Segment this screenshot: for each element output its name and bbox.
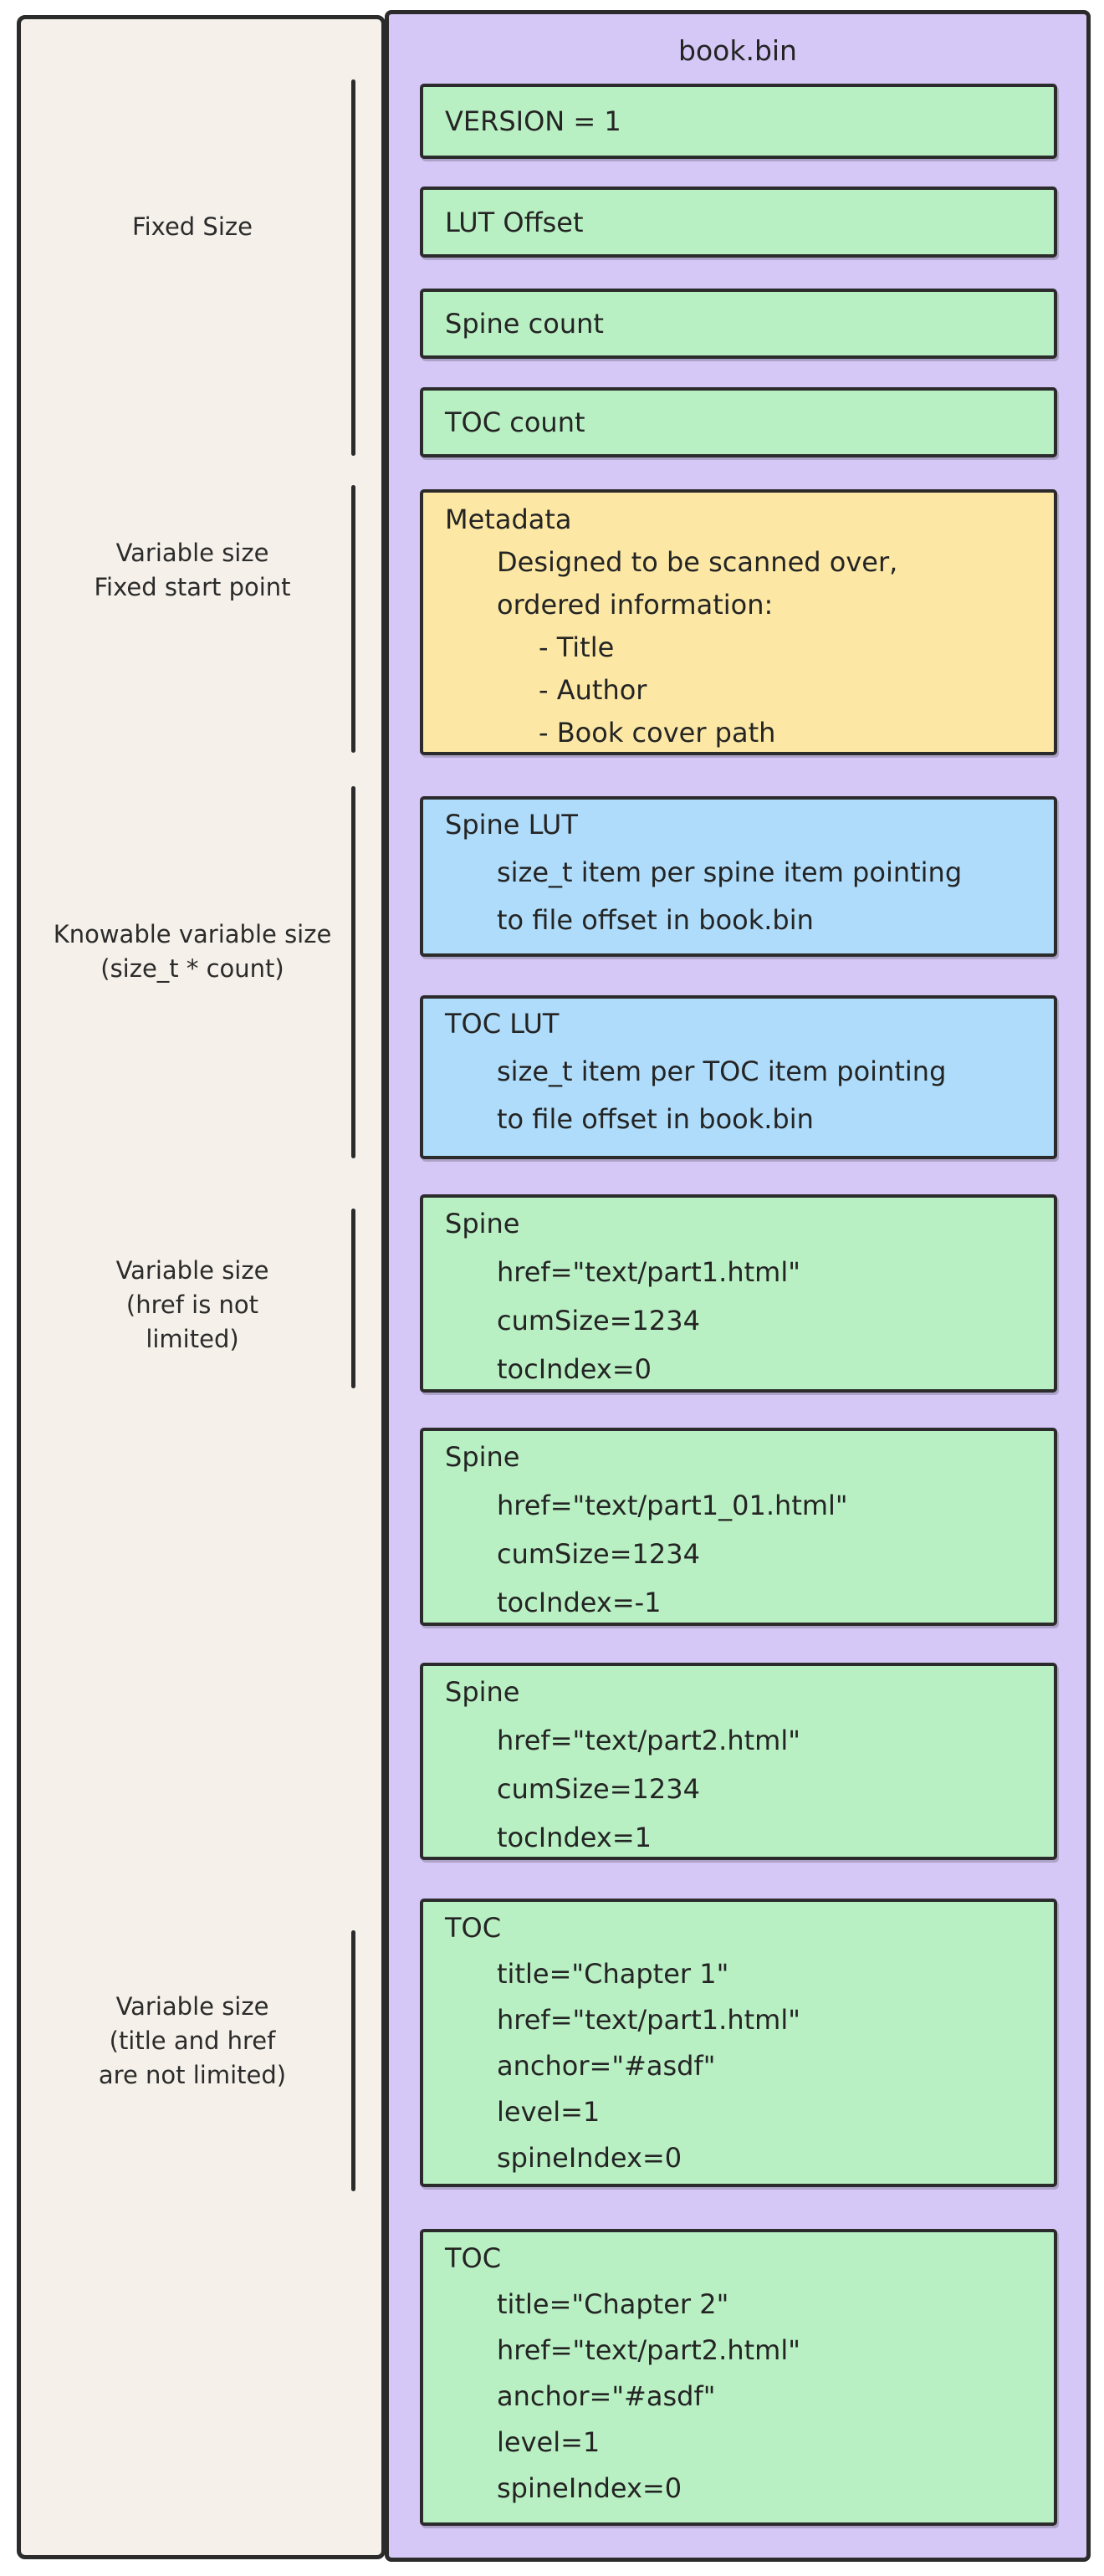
block-toc-count: TOC count <box>420 387 1057 457</box>
block-line: cumSize=1234 <box>497 1305 700 1337</box>
side-label-variable-fixed-start: Variable size Fixed start point <box>35 536 350 605</box>
bracket-knowable-variable-size <box>351 786 355 1158</box>
side-label-variable-size-href: Variable size (href is not limited) <box>35 1254 350 1357</box>
block-line: anchor="#asdf" <box>497 2050 716 2082</box>
side-label-line: Knowable variable size <box>53 920 332 948</box>
block-line: Metadata <box>445 503 572 535</box>
block-toc-entry-1: TOC title="Chapter 1" href="text/part1.h… <box>420 1899 1057 2187</box>
block-line: ordered information: <box>497 589 774 621</box>
block-line: href="text/part2.html" <box>497 1725 800 1756</box>
block-spine-entry-1: Spine href="text/part1.html" cumSize=123… <box>420 1194 1057 1393</box>
block-line: title="Chapter 2" <box>497 2288 729 2320</box>
block-line: TOC LUT <box>445 1008 560 1040</box>
block-line: cumSize=1234 <box>497 1538 700 1570</box>
block-toc-lut: TOC LUT size_t item per TOC item pointin… <box>420 995 1057 1159</box>
block-line: spineIndex=0 <box>497 2472 682 2504</box>
block-line: Spine count <box>445 308 604 340</box>
block-line: spineIndex=0 <box>497 2142 682 2174</box>
side-label-knowable-variable-size: Knowable variable size (size_t * count) <box>35 917 350 986</box>
block-spine-entry-2: Spine href="text/part1_01.html" cumSize=… <box>420 1428 1057 1626</box>
block-line: to file offset in book.bin <box>497 904 814 936</box>
block-metadata: Metadata Designed to be scanned over, or… <box>420 489 1057 755</box>
bookbin-title: book.bin <box>678 34 797 67</box>
block-line: TOC <box>445 2242 502 2274</box>
side-label-line: (size_t * count) <box>100 954 284 983</box>
side-label-line: Fixed start point <box>94 573 291 601</box>
side-label-line: (title and href <box>109 2027 276 2055</box>
side-label-variable-size-title-href: Variable size (title and href are not li… <box>35 1990 350 2093</box>
block-line: href="text/part1.html" <box>497 1256 800 1288</box>
block-line: level=1 <box>497 2426 601 2458</box>
block-line: level=1 <box>497 2096 601 2128</box>
bracket-fixed-size <box>351 79 355 456</box>
block-line: tocIndex=0 <box>497 1353 652 1385</box>
bracket-variable-size-href <box>351 1209 355 1388</box>
block-line: TOC count <box>445 406 585 438</box>
block-line: Spine <box>445 1676 520 1708</box>
block-spine-count: Spine count <box>420 289 1057 359</box>
block-line: LUT Offset <box>445 206 584 238</box>
block-line: - Book cover path <box>539 717 776 749</box>
block-line: to file offset in book.bin <box>497 1103 814 1135</box>
side-label-fixed-size: Fixed Size <box>35 210 350 244</box>
size-annotation-pane <box>17 15 386 2559</box>
block-line: Spine <box>445 1208 520 1239</box>
block-line: anchor="#asdf" <box>497 2380 716 2412</box>
side-label-line: Fixed Size <box>132 212 253 241</box>
block-line: href="text/part1_01.html" <box>497 1490 848 1521</box>
block-line: title="Chapter 1" <box>497 1958 729 1990</box>
block-line: Designed to be scanned over, <box>497 546 898 578</box>
block-spine-entry-3: Spine href="text/part2.html" cumSize=123… <box>420 1663 1057 1860</box>
block-line: - Title <box>539 631 615 663</box>
block-line: size_t item per spine item pointing <box>497 856 963 888</box>
side-label-line: (href is not <box>125 1291 259 1319</box>
block-line: href="text/part2.html" <box>497 2334 800 2366</box>
side-label-line: Variable size <box>115 1256 269 1285</box>
bracket-variable-size-title-href <box>351 1930 355 2191</box>
block-line: TOC <box>445 1912 502 1944</box>
block-version: VERSION = 1 <box>420 84 1057 159</box>
block-line: cumSize=1234 <box>497 1773 700 1805</box>
block-line: VERSION = 1 <box>445 105 621 137</box>
bracket-variable-fixed-start <box>351 485 355 753</box>
block-line: tocIndex=1 <box>497 1822 652 1853</box>
block-line: tocIndex=-1 <box>497 1587 662 1618</box>
block-line: Spine LUT <box>445 809 578 841</box>
block-line: href="text/part1.html" <box>497 2004 800 2036</box>
block-line: Spine <box>445 1441 520 1473</box>
side-label-line: Variable size <box>115 1992 269 2021</box>
side-label-line: limited) <box>146 1325 239 1353</box>
block-toc-entry-2: TOC title="Chapter 2" href="text/part2.h… <box>420 2229 1057 2526</box>
block-lut-offset: LUT Offset <box>420 187 1057 258</box>
block-spine-lut: Spine LUT size_t item per spine item poi… <box>420 796 1057 957</box>
side-label-line: Variable size <box>115 539 269 567</box>
bookbin-container: book.bin VERSION = 1 LUT Offset Spine co… <box>385 10 1091 2562</box>
block-line: size_t item per TOC item pointing <box>497 1055 947 1087</box>
side-label-line: are not limited) <box>98 2061 287 2089</box>
block-line: - Author <box>539 674 647 706</box>
